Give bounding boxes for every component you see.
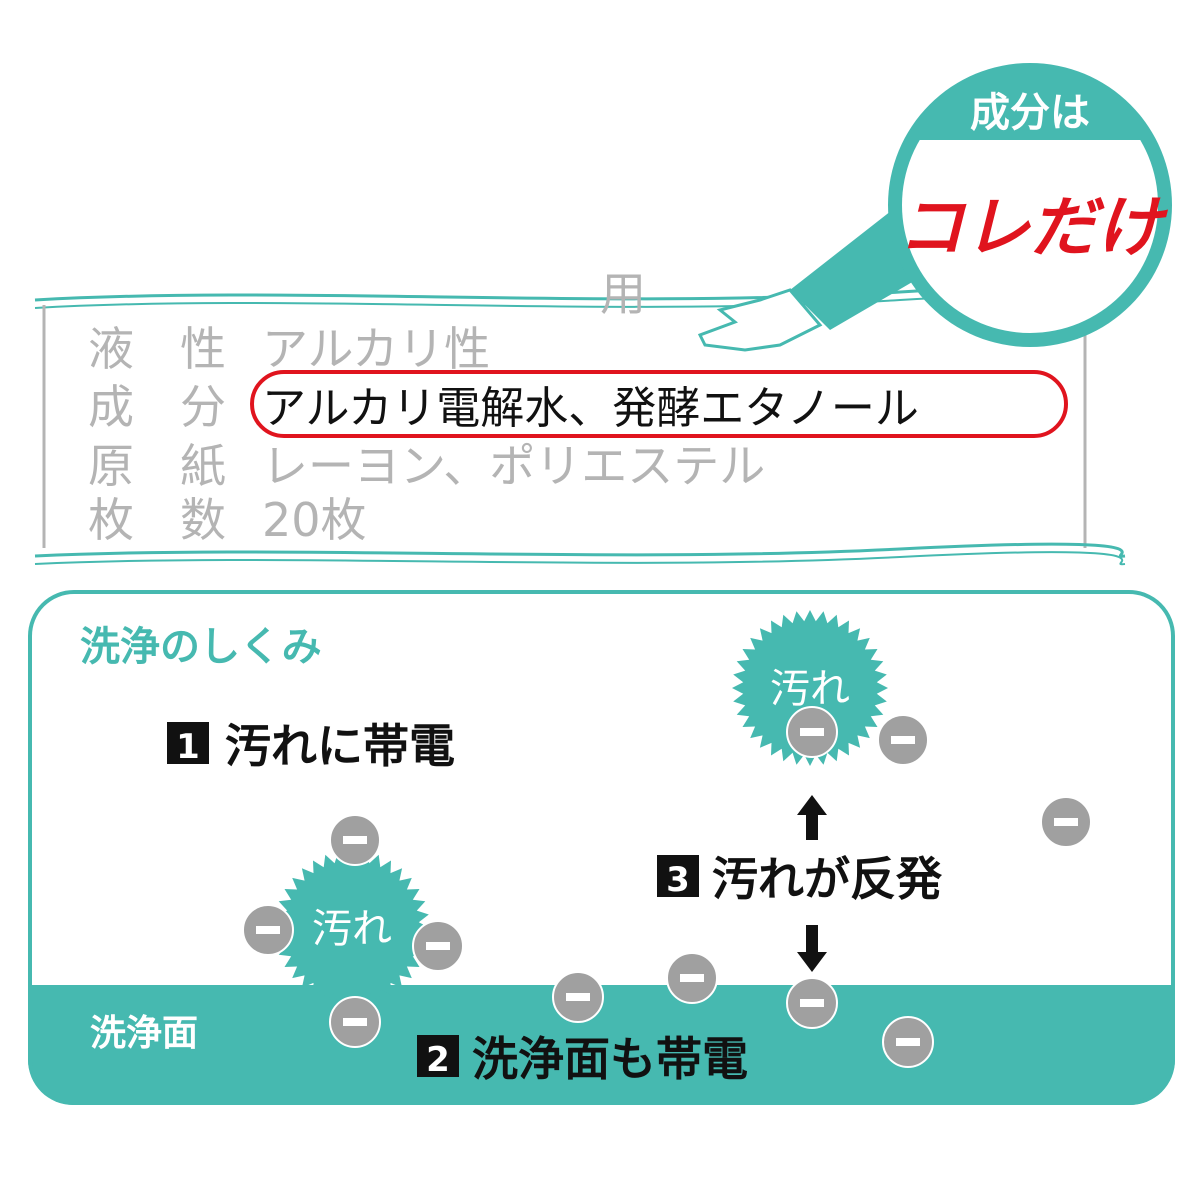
negative-charge-icon	[1040, 796, 1092, 848]
panel-border	[28, 590, 1175, 1105]
negative-charge-icon	[877, 714, 929, 766]
minus-sign	[566, 993, 590, 1001]
product-label: 用 液 性 アルカリ性 成 分 アルカリ電解水、発酵エタノール 原 紙 レーヨン…	[34, 267, 1126, 566]
starburst-shape	[732, 610, 888, 766]
minus-sign	[256, 926, 280, 934]
negative-charge-icon	[666, 952, 718, 1004]
minus-sign	[1054, 818, 1078, 826]
label-row-value: 20枚	[262, 493, 367, 547]
label-row-value-highlighted: アルカリ電解水、発酵エタノール	[262, 383, 919, 434]
step-2-badge	[417, 1035, 459, 1077]
magnifier-highlight: コレだけ	[898, 189, 1169, 266]
mechanism-title: 洗浄のしくみ	[80, 624, 322, 670]
step-3-number: 3	[666, 860, 690, 900]
highlight-ring	[250, 370, 1068, 438]
minus-sign	[680, 974, 704, 982]
negative-charge-icon	[786, 706, 838, 758]
pointing-hand-icon	[697, 288, 823, 352]
negative-charge-icon	[786, 977, 838, 1029]
negative-charge-icon	[242, 904, 294, 956]
starburst-shape	[274, 850, 430, 1006]
label-wave-bottom	[34, 542, 1126, 558]
arrow-down-icon	[797, 925, 827, 972]
minus-sign	[800, 999, 824, 1007]
label-row-key: 原 紙	[88, 439, 226, 493]
label-row-value: アルカリ性	[262, 322, 490, 376]
minus-sign	[800, 728, 824, 736]
step-3-badge	[657, 855, 699, 897]
label-row-key: 枚 数	[88, 493, 226, 547]
label-row-value: レーヨン、ポリエステル	[262, 439, 765, 493]
magnifier-heading: 成分は	[970, 90, 1090, 136]
label-top-partial: 用	[600, 267, 646, 321]
dirt-particle: 汚れ	[732, 610, 888, 766]
negative-charge-icon	[329, 814, 381, 866]
surface-label: 洗浄面	[90, 1013, 198, 1054]
negative-charge-icon	[882, 1016, 934, 1068]
minus-sign	[896, 1038, 920, 1046]
minus-sign	[891, 736, 915, 744]
step-2-number: 2	[426, 1040, 450, 1080]
negative-charge-icon	[329, 996, 381, 1048]
negative-charge-icon	[412, 920, 464, 972]
label-wave-bottom-2	[34, 551, 1126, 566]
arrow-up-icon	[797, 795, 827, 840]
magnifier: 成分は コレだけ	[697, 63, 1172, 352]
label-row-key: 液 性	[88, 322, 226, 376]
minus-sign	[343, 1018, 367, 1026]
step-1-text: 汚れに帯電	[225, 719, 455, 773]
minus-sign	[426, 942, 450, 950]
negative-charge-icon	[552, 971, 604, 1023]
minus-sign	[343, 836, 367, 844]
step-3-text: 汚れが反発	[712, 852, 943, 906]
step-2-text: 洗浄面も帯電	[472, 1032, 748, 1086]
step-1-badge	[167, 722, 209, 764]
dirt-label: 汚れ	[312, 906, 392, 952]
step-1-number: 1	[176, 727, 200, 767]
dirt-particle: 汚れ	[274, 850, 430, 1006]
label-row-key: 成 分	[88, 380, 226, 434]
dirt-label: 汚れ	[770, 666, 850, 712]
